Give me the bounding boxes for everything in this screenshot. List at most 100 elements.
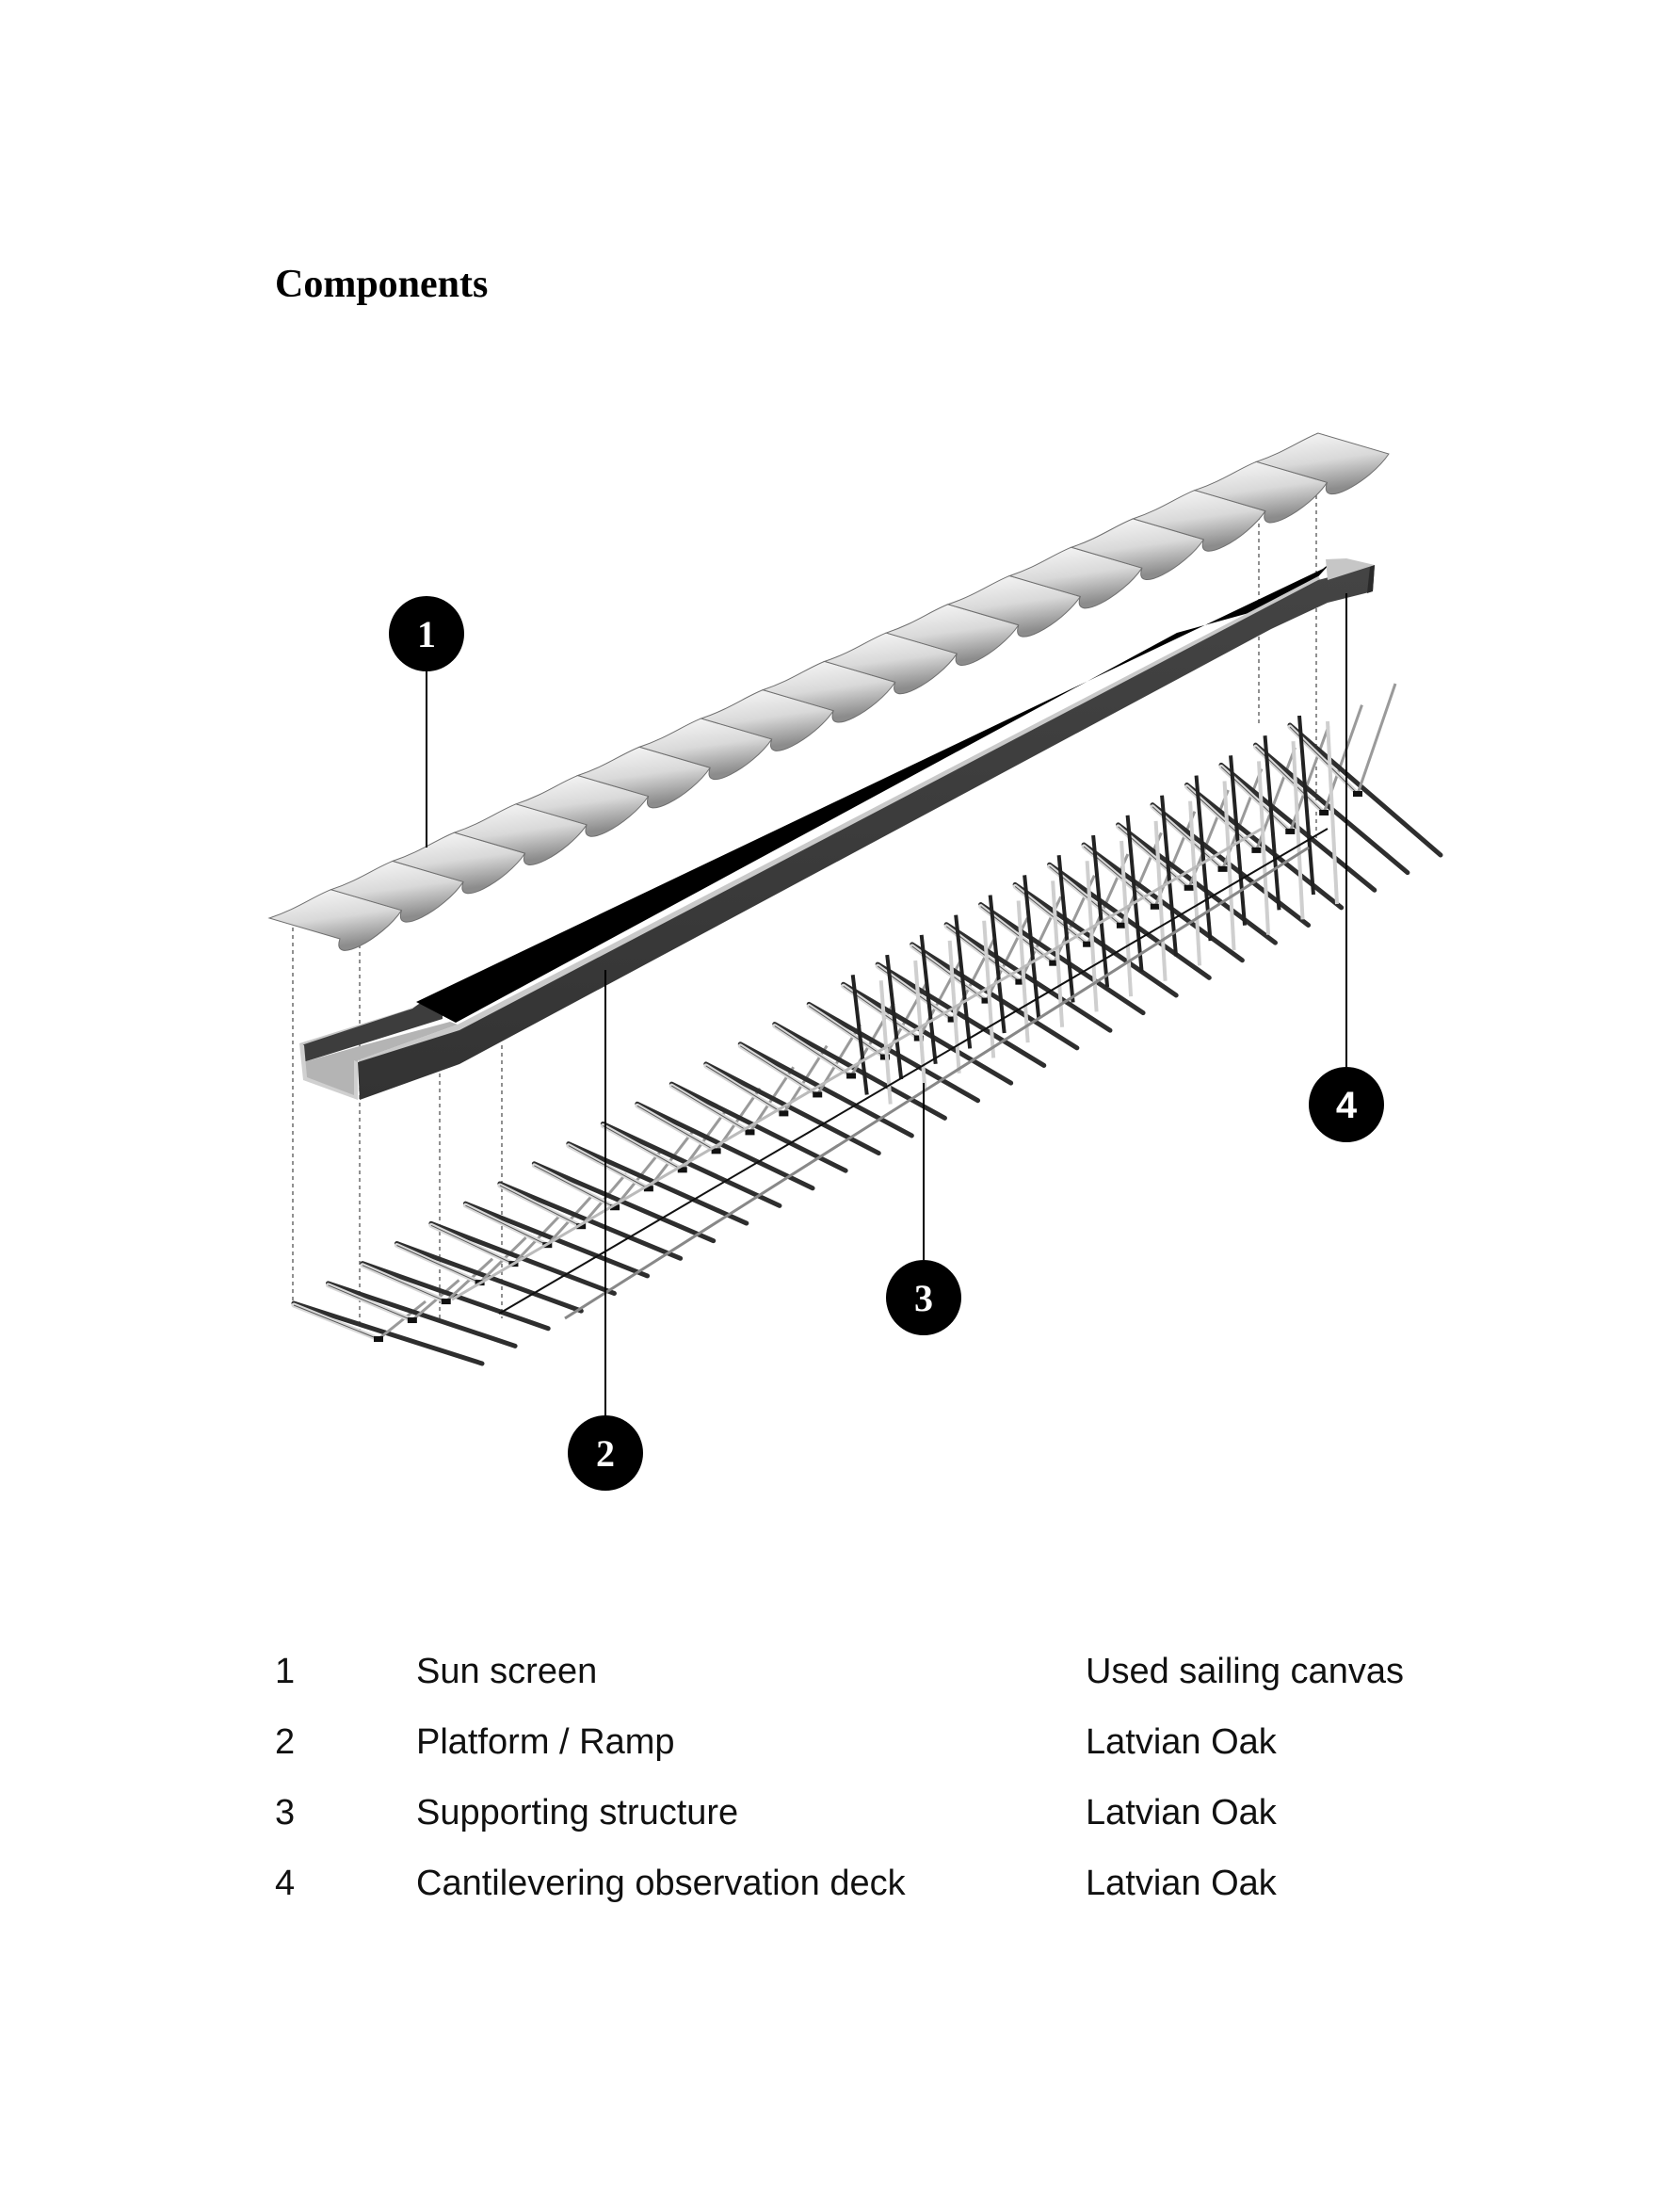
platform-top-surface <box>416 561 1332 1023</box>
strut-dark <box>1287 722 1443 858</box>
strut-post <box>885 954 904 1080</box>
strut-dark <box>497 1181 684 1261</box>
strut-light-edge <box>328 1284 413 1321</box>
strut-light-edge <box>534 1165 616 1208</box>
supporting-structure <box>291 683 1443 1366</box>
strut-post-light <box>878 980 893 1105</box>
strut-light-edge <box>740 1045 818 1095</box>
strut-brace <box>411 1279 460 1322</box>
joint-marker <box>1083 941 1093 947</box>
strut-post <box>1263 735 1281 911</box>
sun-screen-panel <box>329 860 464 923</box>
sun-screen-panel <box>514 775 650 837</box>
joint-marker <box>745 1129 755 1136</box>
strut-light-edge <box>396 1245 480 1284</box>
strut-post <box>1125 815 1144 972</box>
legend-number: 3 <box>275 1793 296 1833</box>
sun-screen-panel <box>1007 546 1143 609</box>
strut-light-edge <box>362 1265 446 1302</box>
legend-component: Sun screen <box>416 1652 598 1691</box>
longitudinal-member <box>451 827 1263 1301</box>
joint-marker <box>1251 847 1262 853</box>
support-frame <box>325 1279 518 1348</box>
sun-screen-panel <box>823 632 958 694</box>
joint-marker <box>1217 865 1228 872</box>
callout-2-label: 2 <box>596 1432 615 1475</box>
strut-post <box>1297 715 1315 896</box>
sun-screen-panel <box>391 832 526 895</box>
legend-material: Latvian Oak <box>1086 1722 1277 1762</box>
longitudinal-member <box>498 828 1329 1315</box>
sun-screen-panel <box>1070 518 1205 580</box>
strut-post-light <box>1085 861 1099 1012</box>
strut-dark <box>531 1161 717 1244</box>
strut-post <box>1194 775 1213 942</box>
sun-screen-panel <box>700 689 835 751</box>
strut-dark <box>668 1081 848 1173</box>
strut-dark <box>841 981 1014 1086</box>
joint-marker <box>1049 960 1059 966</box>
strut-post-light <box>1119 840 1134 997</box>
sun-screen <box>267 432 1390 951</box>
strut-post-light <box>1051 880 1065 1027</box>
support-frame <box>1012 853 1179 1027</box>
callout-4: 4 <box>1309 1067 1384 1142</box>
strut-dark <box>978 902 1146 1016</box>
strut-dark <box>635 1101 815 1191</box>
strut-post-light <box>1016 900 1030 1043</box>
legend-component: Supporting structure <box>416 1793 739 1833</box>
joint-marker <box>407 1317 417 1324</box>
strut-light-edge <box>636 1105 717 1152</box>
strut-post-light <box>913 960 927 1090</box>
legend-material: Latvian Oak <box>1086 1864 1277 1903</box>
strut-dark <box>806 1001 981 1104</box>
platform-channel-back-wall <box>301 996 443 1062</box>
callout-3: 3 <box>886 1260 961 1335</box>
strut-post-light <box>1257 761 1271 935</box>
joint-marker <box>711 1148 721 1154</box>
sun-screen-panel <box>267 889 403 951</box>
sun-screen-panel <box>1254 432 1390 494</box>
support-frame <box>394 1236 584 1314</box>
strut-light-edge <box>671 1085 750 1133</box>
strut-dark <box>737 1041 914 1138</box>
joint-marker <box>610 1204 620 1211</box>
strut-post <box>1229 755 1248 926</box>
joint-marker <box>1150 903 1160 910</box>
strut-light-edge <box>774 1025 852 1076</box>
support-frame <box>1081 811 1245 997</box>
sun-screen-panel <box>946 574 1082 638</box>
callout-1: 1 <box>389 596 464 671</box>
platform-top-edge <box>358 576 1322 1066</box>
callouts: 1 2 3 4 <box>389 593 1384 1491</box>
strut-brace <box>378 1300 427 1341</box>
strut-brace <box>647 1130 695 1190</box>
strut-post <box>1160 795 1179 957</box>
strut-post <box>1023 875 1041 1018</box>
joint-marker <box>1285 828 1296 834</box>
strut-dark <box>291 1300 485 1366</box>
sun-screen-panel <box>1131 490 1266 552</box>
callout-4-label: 4 <box>1336 1085 1358 1126</box>
callout-1-label: 1 <box>417 613 436 655</box>
strut-post <box>954 914 973 1049</box>
callout-3-label: 3 <box>914 1277 933 1319</box>
joint-marker <box>913 1035 924 1041</box>
strut-dark <box>875 961 1047 1068</box>
strut-brace <box>1356 683 1397 795</box>
strut-light-edge <box>465 1204 548 1246</box>
strut-post-light <box>1326 720 1339 905</box>
strut-dark <box>1081 842 1245 963</box>
observation-deck-top <box>1326 558 1375 580</box>
joint-marker <box>1319 809 1329 815</box>
platform-channel-floor <box>303 1022 458 1099</box>
legend-number: 2 <box>275 1722 296 1762</box>
sun-screen-panel <box>637 718 773 780</box>
strut-light-edge <box>808 1005 886 1058</box>
support-frame <box>1287 683 1443 905</box>
strut-dark <box>566 1141 749 1226</box>
legend-component: Platform / Ramp <box>416 1722 675 1762</box>
joint-marker <box>1353 791 1362 797</box>
strut-dark <box>1012 881 1179 998</box>
